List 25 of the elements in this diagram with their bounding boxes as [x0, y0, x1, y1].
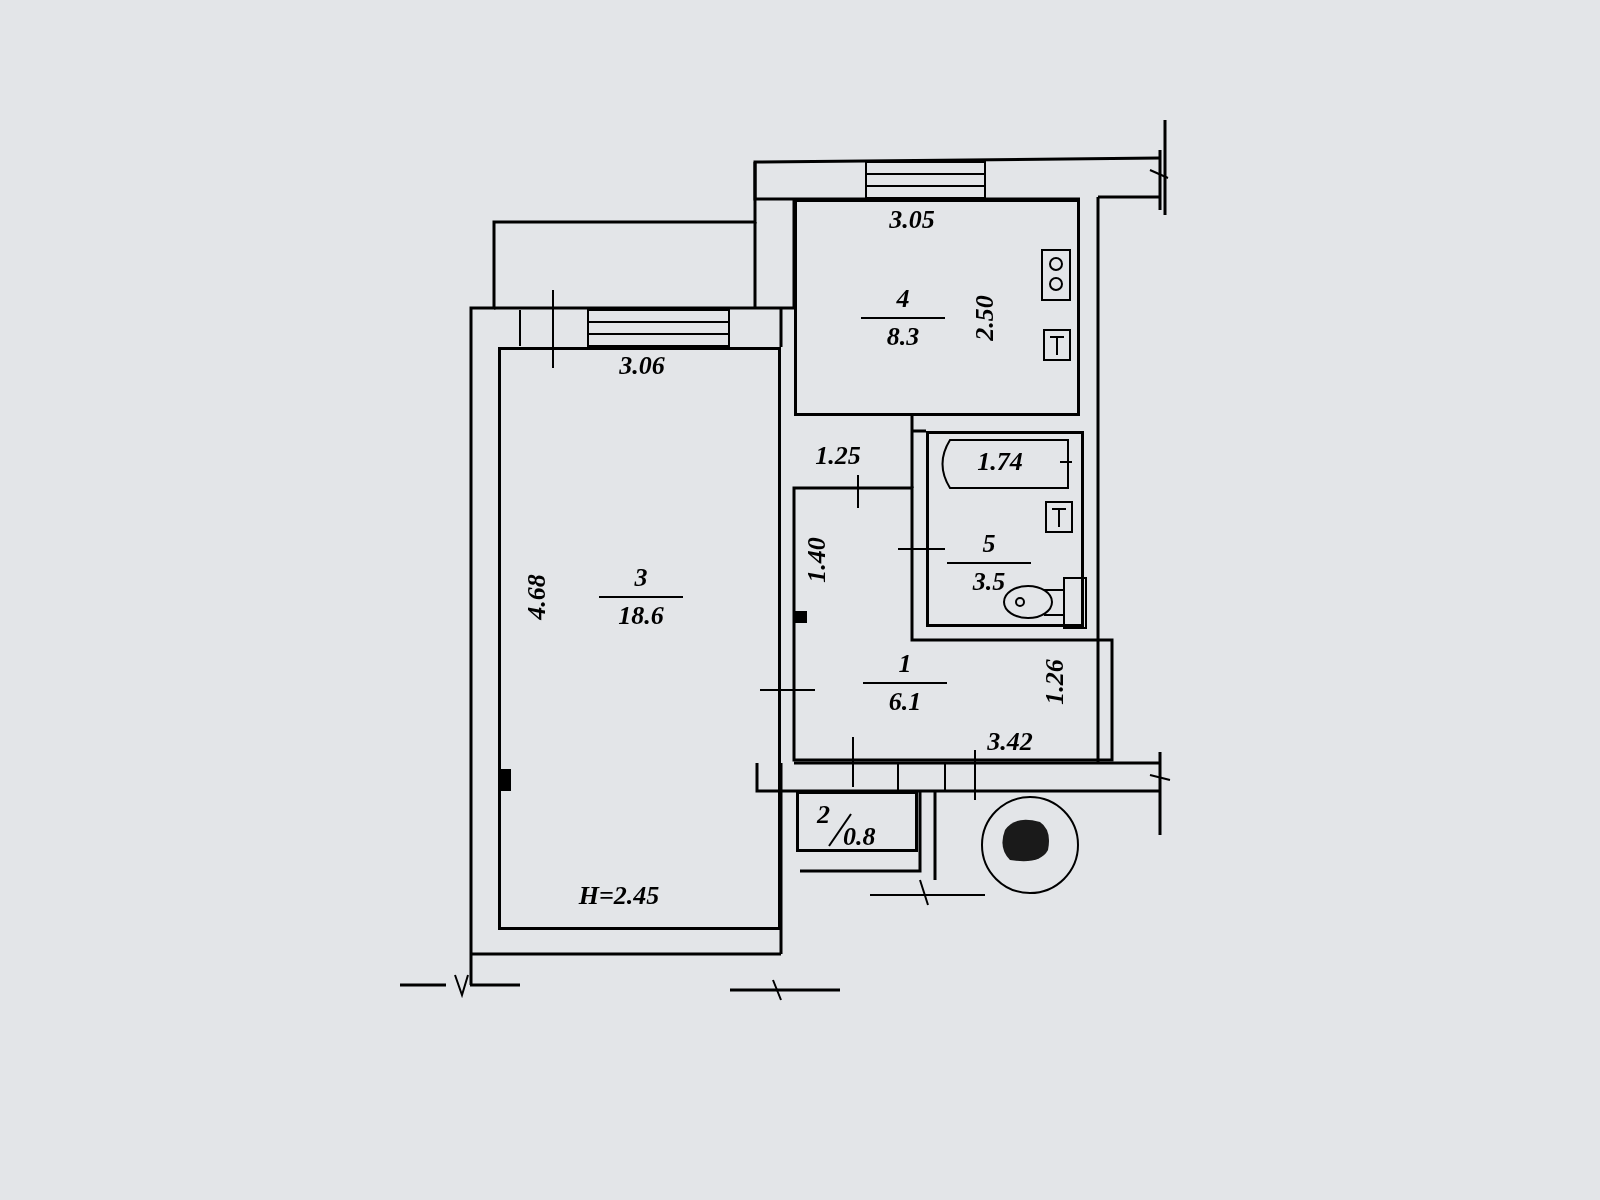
room-outline	[796, 791, 918, 852]
room-outline	[794, 199, 1080, 416]
room-area: 0.8	[843, 824, 876, 850]
dimension-label: 1.40	[804, 537, 830, 583]
room-area: 8.3	[886, 324, 920, 350]
room-number: 1	[898, 651, 912, 677]
room-number: 2	[817, 802, 830, 828]
room-outline	[794, 488, 1112, 760]
dimension-label: 3.05	[889, 207, 935, 233]
room-outline	[926, 431, 1084, 627]
dimension-label: 2.50	[972, 295, 998, 341]
room-area: 18.6	[618, 603, 664, 629]
dimension-label: 1.74	[977, 449, 1023, 475]
room-outline	[498, 347, 781, 930]
dimension-label: 3.42	[987, 729, 1033, 755]
dimension-label: 1.26	[1042, 659, 1068, 705]
room-area: 6.1	[888, 689, 922, 715]
room-number: 4	[896, 286, 910, 312]
dimension-label: H=2.45	[578, 883, 660, 909]
room-area: 3.5	[972, 569, 1006, 595]
dimension-label: 4.68	[524, 574, 550, 620]
room-number: 3	[634, 565, 648, 591]
dimension-label: 3.06	[619, 353, 665, 379]
dimension-label: 1.25	[815, 443, 861, 469]
room-number: 5	[982, 531, 996, 557]
